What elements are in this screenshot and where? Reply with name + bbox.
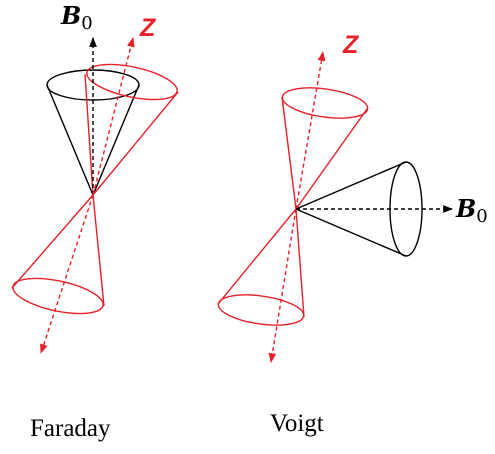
voigt-caption: Voigt <box>270 410 324 437</box>
voigt-z-label: Z <box>342 31 360 59</box>
faraday-panel: B0 Z Faraday <box>11 1 179 442</box>
voigt-z-axis-up <box>295 51 326 210</box>
faraday-z-cone <box>11 63 179 315</box>
voigt-field-label: B0 <box>455 194 488 227</box>
faraday-field-label: B0 <box>60 1 93 34</box>
voigt-z-cone <box>217 87 369 326</box>
voigt-z-axis-down <box>268 208 297 363</box>
faraday-z-axis-down <box>40 194 94 354</box>
voigt-panel: Z B0 Voigt <box>217 31 488 437</box>
faraday-caption: Faraday <box>30 415 111 442</box>
faraday-z-axis-up <box>92 37 135 196</box>
faraday-z-label: Z <box>139 14 157 42</box>
